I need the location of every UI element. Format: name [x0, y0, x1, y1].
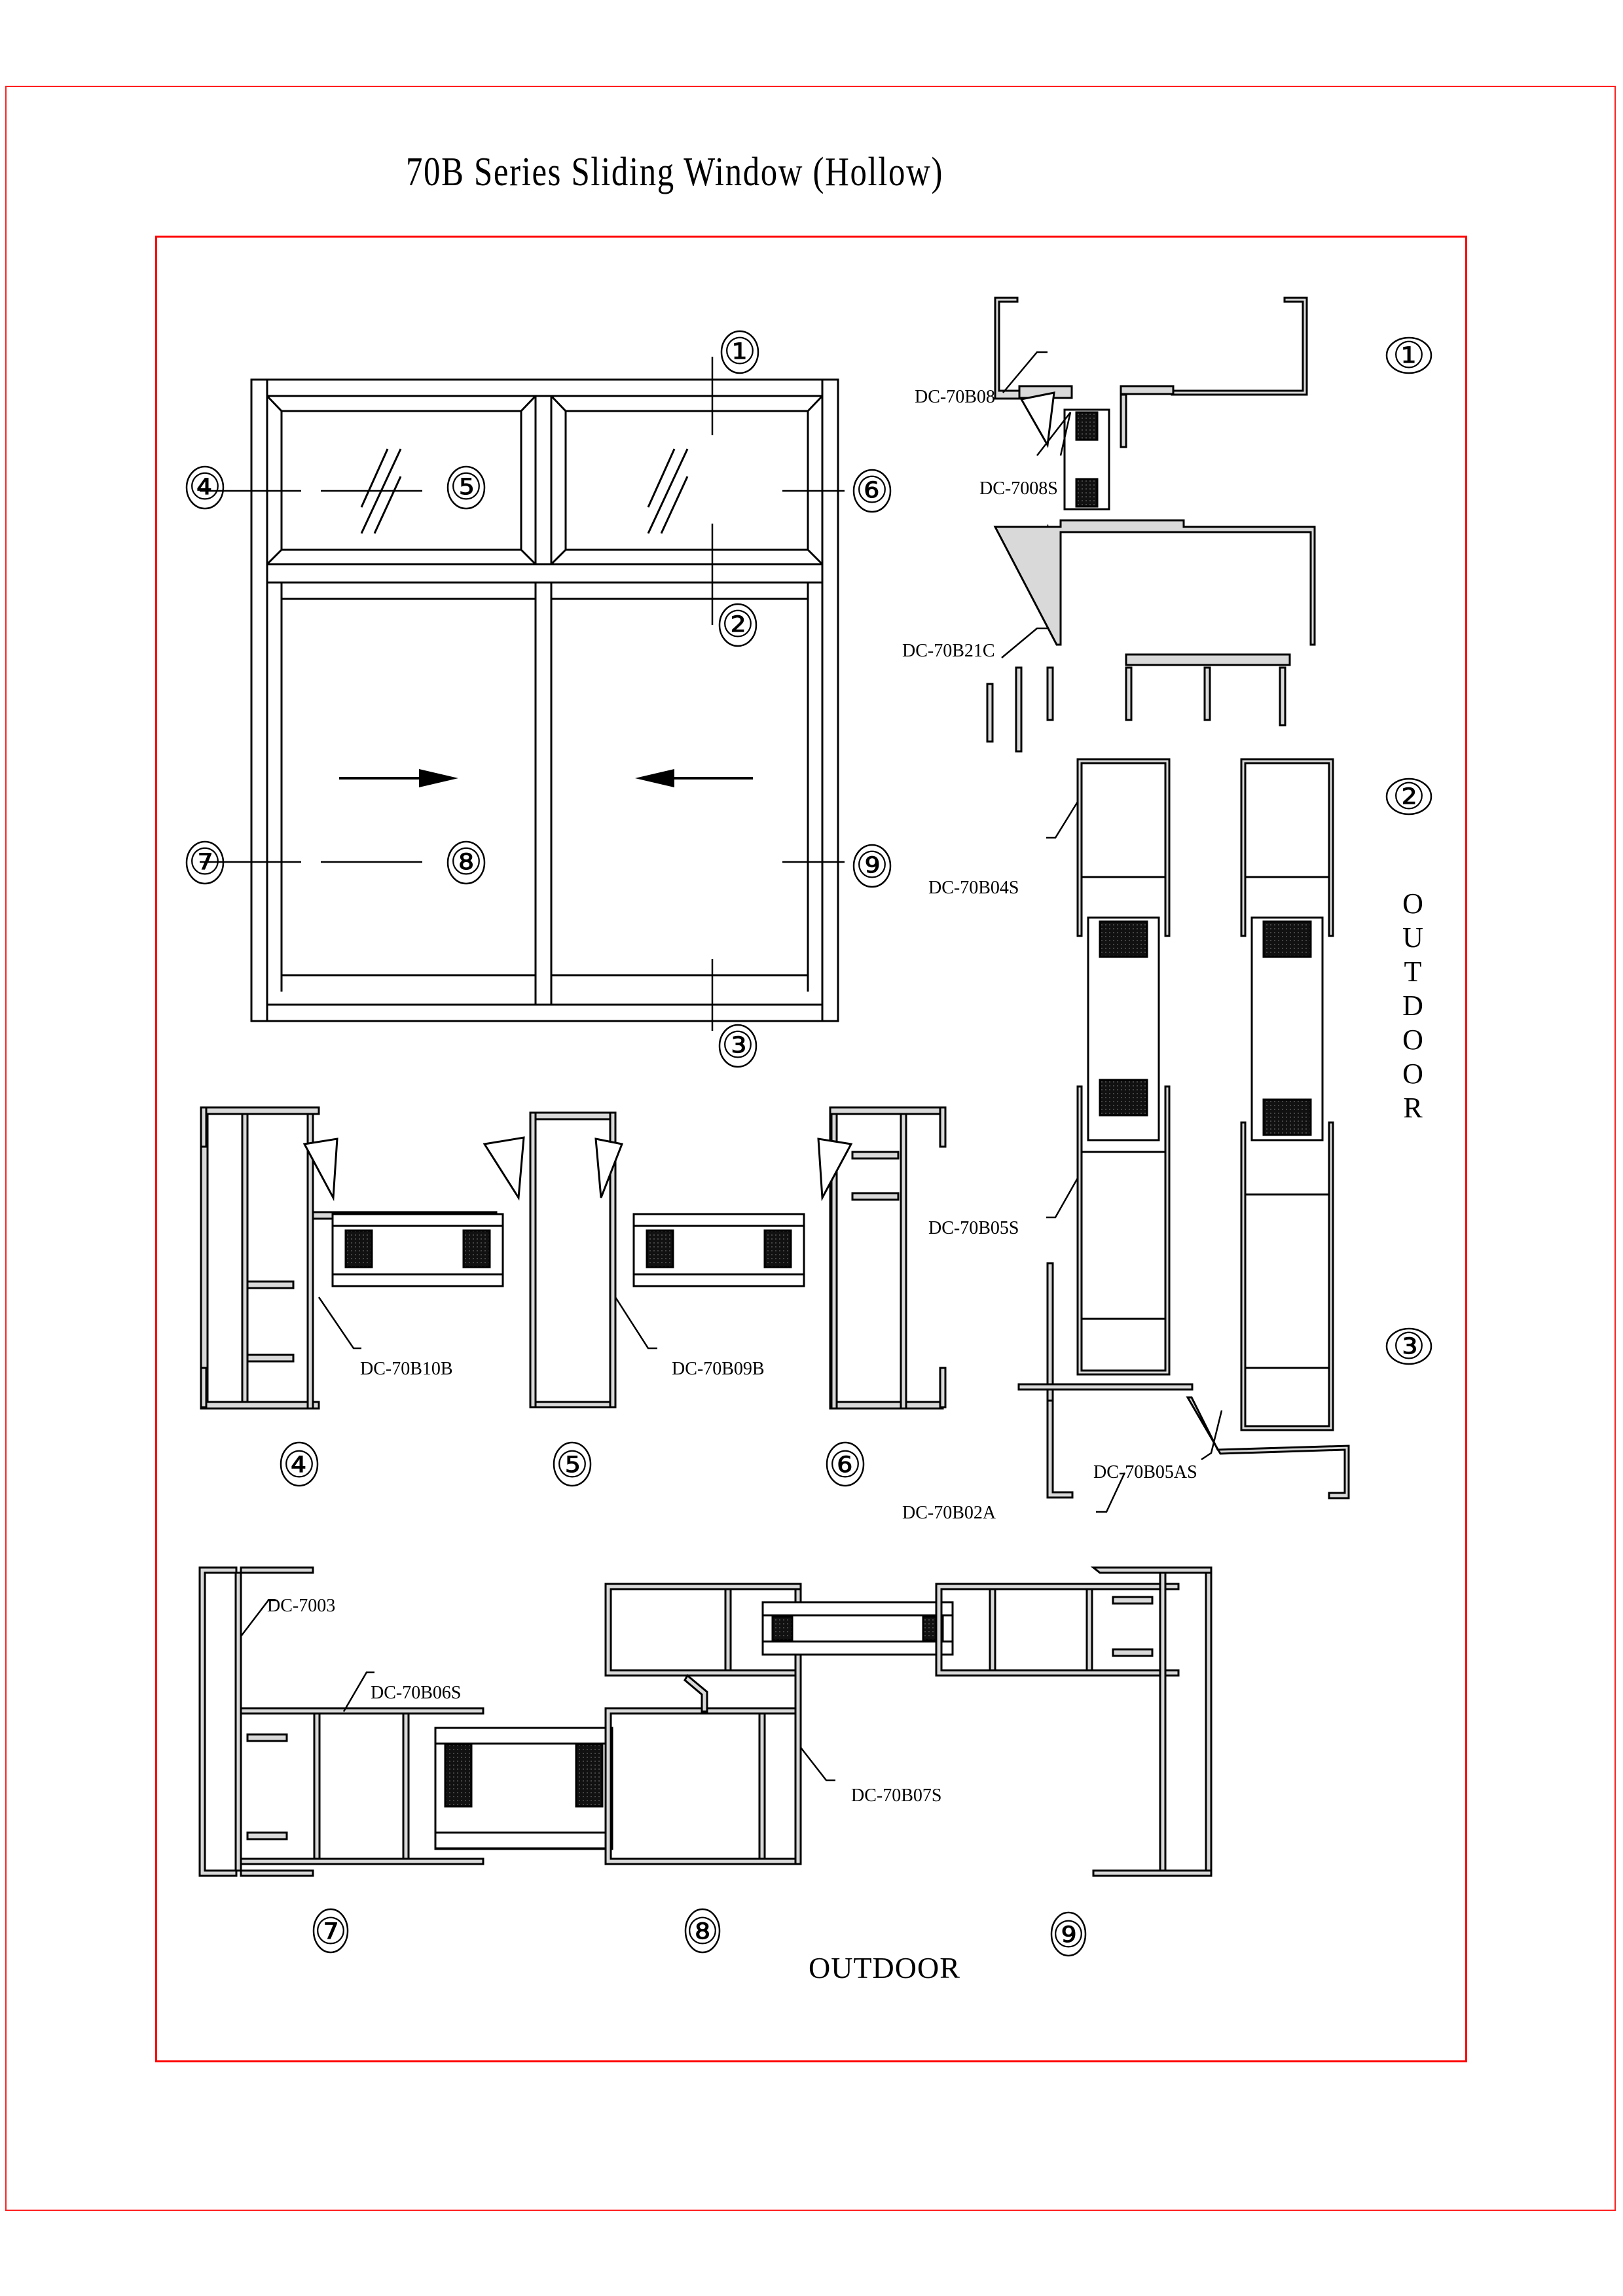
outdoor-letter: D	[1402, 990, 1423, 1022]
section-callout-8: ⑧	[686, 1912, 719, 1952]
part-label-dc-70b10b: DC-70B10B	[360, 1359, 453, 1379]
part-label-dc-70b09b: DC-70B09B	[672, 1359, 765, 1379]
outdoor-letter: O	[1402, 1024, 1423, 1056]
callout-1: ①	[723, 332, 756, 372]
section-callout-6: ⑥	[829, 1445, 862, 1486]
outdoor-vertical-label: O U T D O O R	[1400, 887, 1426, 1125]
section-callout-7: ⑦	[314, 1912, 347, 1952]
section-callout-4: ④	[283, 1445, 316, 1486]
section-456-callouts	[280, 1441, 865, 1487]
callout-9: ⑨	[856, 846, 888, 886]
section-callout-5: ⑤	[556, 1445, 589, 1486]
outdoor-letter: R	[1403, 1092, 1423, 1124]
elevation-callouts	[185, 330, 892, 1068]
outdoor-horizontal-label: OUTDOOR	[809, 1951, 960, 1984]
callout-6: ⑥	[856, 471, 888, 511]
section-callout-1: ①	[1393, 336, 1425, 376]
part-label-dc-70b04s: DC-70B04S	[928, 878, 1019, 898]
vertical-section	[986, 296, 1350, 1499]
part-label-dc-7003: DC-7003	[267, 1596, 335, 1616]
outer-border	[5, 86, 1616, 2211]
section-456-leaders	[318, 1297, 657, 1350]
section-callout-3: ③	[1393, 1327, 1425, 1367]
part-label-dc-70b05s: DC-70B05S	[928, 1218, 1019, 1238]
part-label-dc-70b08: DC-70B08	[915, 387, 995, 407]
slide-arrow-left-icon	[635, 769, 753, 787]
vertical-section-callouts	[1385, 336, 1432, 1365]
section-789-callouts	[312, 1908, 1087, 1957]
part-label-dc-70b06s: DC-70B06S	[371, 1683, 461, 1703]
part-label-dc-70b05as: DC-70B05AS	[1093, 1462, 1197, 1482]
section-789-leaders	[240, 1599, 835, 1782]
callout-7: ⑦	[189, 842, 221, 883]
part-label-dc-70b07s: DC-70B07S	[851, 1785, 941, 1806]
callout-4: ④	[189, 467, 221, 508]
callout-8: ⑧	[450, 842, 483, 883]
outdoor-letter: T	[1404, 956, 1422, 988]
part-label-dc-7008s: DC-7008S	[979, 478, 1058, 499]
slide-arrow-right-icon	[339, 769, 458, 787]
inner-border	[155, 236, 1467, 2062]
callout-3: ③	[721, 1026, 754, 1066]
window-elevation	[250, 378, 839, 1022]
page-title: 70B Series Sliding Window (Hollow)	[406, 150, 944, 194]
section-callout-9: ⑨	[1052, 1915, 1085, 1956]
outdoor-letter: U	[1402, 922, 1423, 954]
callout-5: ⑤	[450, 467, 483, 508]
outdoor-letter: O	[1402, 888, 1423, 920]
section-callout-2: ②	[1393, 777, 1425, 817]
horizontal-section-456	[200, 1106, 947, 1410]
callout-2: ②	[721, 605, 754, 645]
vertical-section-leaders	[1001, 351, 1223, 1513]
part-label-dc-70b21c: DC-70B21C	[902, 641, 995, 661]
horizontal-section-789	[198, 1566, 1213, 1877]
part-label-dc-70b02a: DC-70B02A	[902, 1503, 996, 1523]
outdoor-letter: O	[1402, 1058, 1423, 1090]
callout-leaders	[200, 357, 845, 1031]
